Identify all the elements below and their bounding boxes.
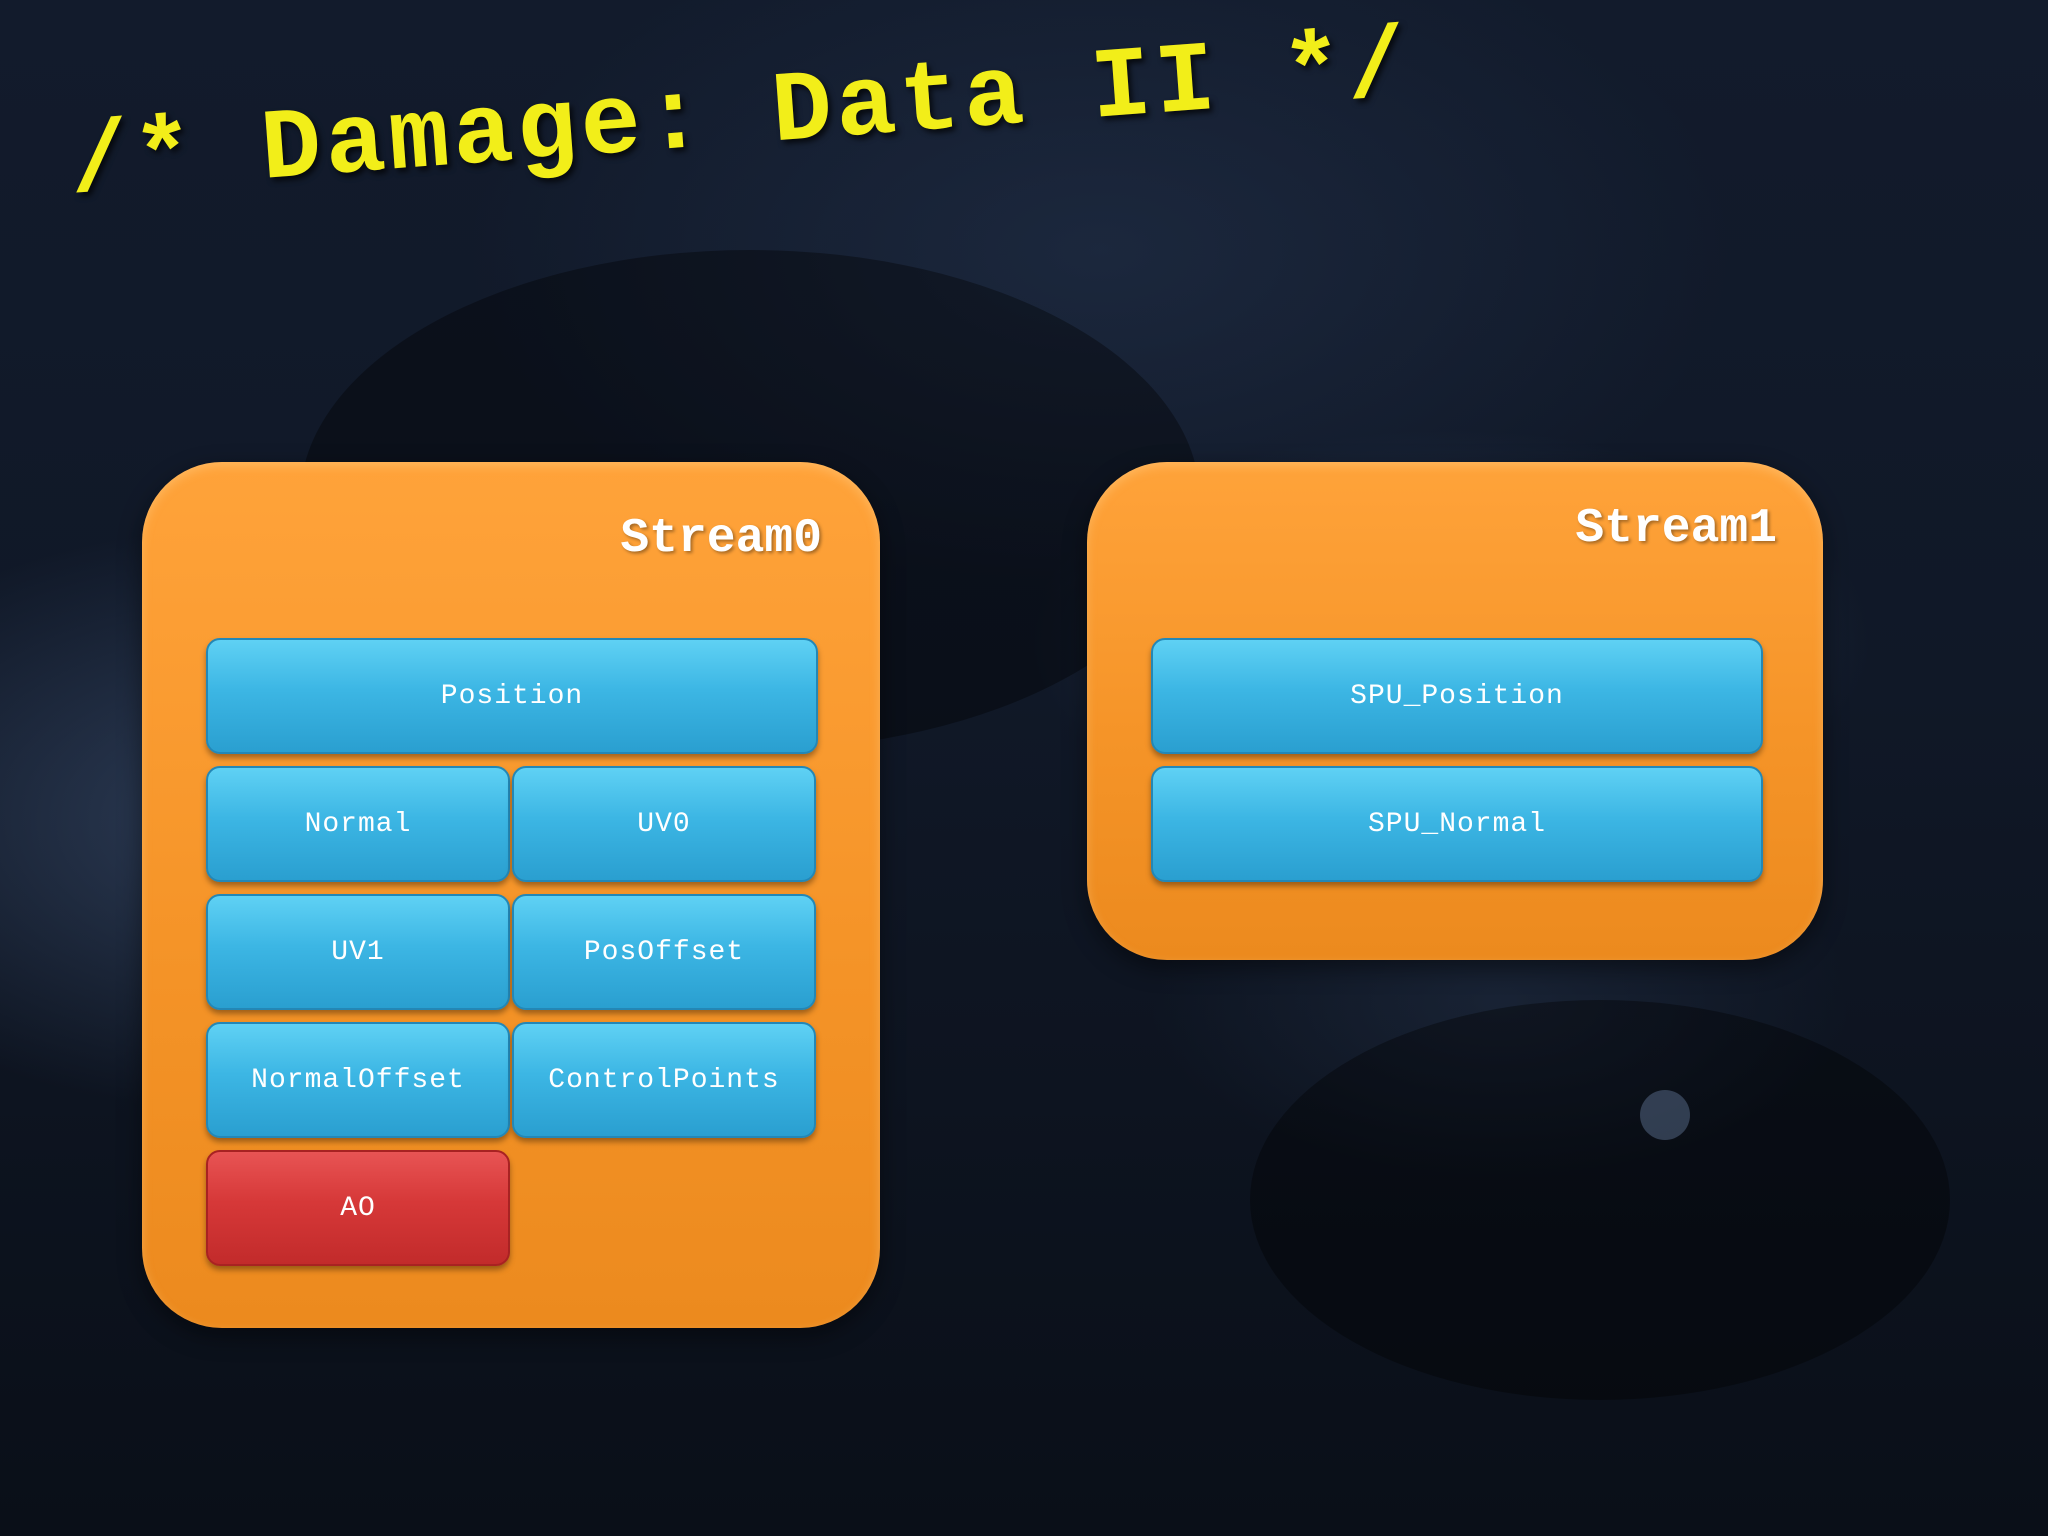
field-ao: AO [206,1150,510,1266]
field-position: Position [206,638,818,754]
stream1-label: Stream1 [1575,502,1777,556]
field-posoffset: PosOffset [512,894,816,1010]
field-normal: Normal [206,766,510,882]
field-spu-normal: SPU_Normal [1151,766,1763,882]
stream0-box: Stream0 Position Normal UV0 UV1 PosOffse… [142,462,880,1328]
stream0-label: Stream0 [620,512,822,566]
field-spu-position: SPU_Position [1151,638,1763,754]
field-normaloffset: NormalOffset [206,1022,510,1138]
background-wheel [1640,1090,1690,1140]
background-shadow [1250,1000,1950,1400]
field-uv1: UV1 [206,894,510,1010]
field-uv0: UV0 [512,766,816,882]
stream1-box: Stream1 SPU_Position SPU_Normal [1087,462,1823,960]
field-controlpoints: ControlPoints [512,1022,816,1138]
